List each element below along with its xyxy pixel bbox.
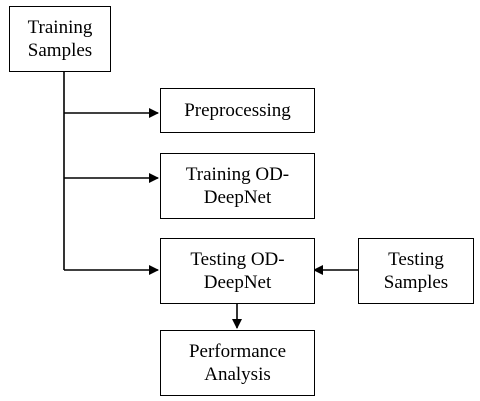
node-performance-analysis: Performance Analysis <box>160 330 315 396</box>
node-testing-od-deepnet: Testing OD- DeepNet <box>160 238 315 304</box>
node-preprocessing: Preprocessing <box>160 88 315 133</box>
node-training-samples: Training Samples <box>9 6 111 72</box>
node-testing-samples: Testing Samples <box>358 238 474 304</box>
node-training-od-deepnet: Training OD- DeepNet <box>160 153 315 219</box>
